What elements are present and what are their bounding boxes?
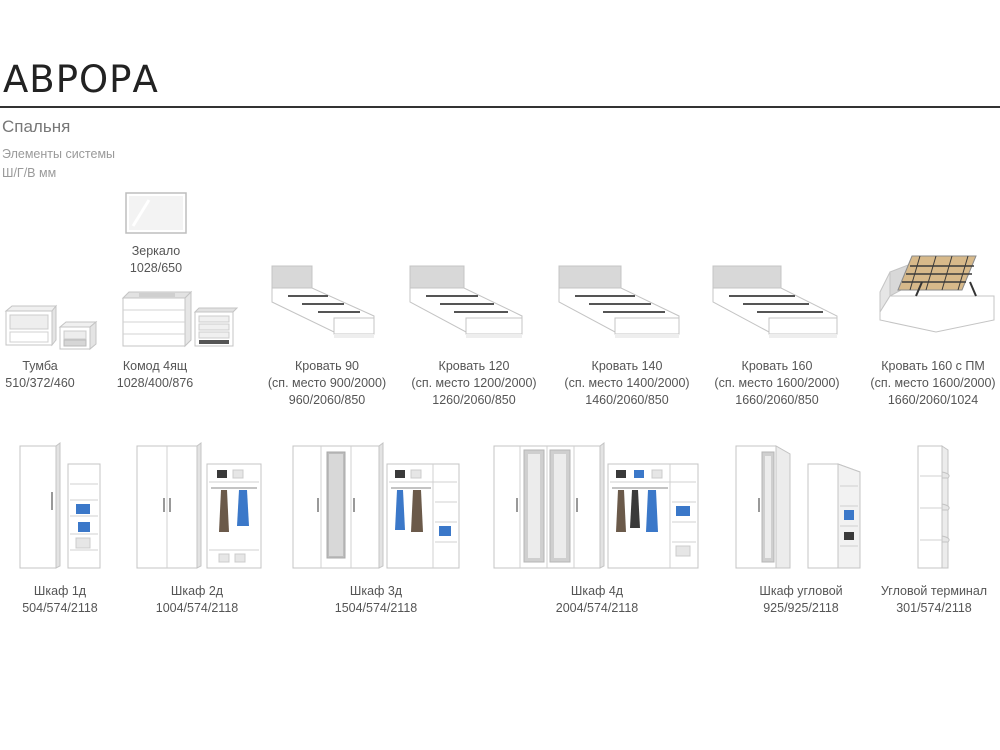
product-sleep-area: (сп. место 1200/2000) bbox=[411, 376, 537, 390]
product-label-corner-terminal: Угловой терминал 301/574/2118 bbox=[881, 583, 987, 617]
product-name: Кровать 160 с ПМ bbox=[881, 359, 985, 373]
product-dims: 1460/2060/850 bbox=[585, 393, 669, 407]
product-label-wardrobe-2d: Шкаф 2д 1004/574/2118 bbox=[156, 583, 239, 617]
product-name: Шкаф 2д bbox=[170, 584, 224, 598]
bedside-table-image bbox=[4, 304, 98, 351]
product-sleep-area: (сп. место 1400/2000) bbox=[564, 376, 690, 390]
wardrobe-1d-image bbox=[19, 442, 101, 569]
product-dims: 1004/574/2118 bbox=[155, 601, 239, 615]
product-dims: 1660/2060/850 bbox=[735, 393, 819, 407]
product-label-wardrobe-1d: Шкаф 1д 504/574/2118 bbox=[22, 583, 98, 617]
product-name: Шкаф 1д bbox=[33, 584, 87, 598]
bed-160-image bbox=[712, 265, 838, 338]
wardrobe-2d-image bbox=[136, 442, 262, 569]
product-sleep-area: (сп. место 1600/2000) bbox=[870, 376, 996, 390]
system-note: Элементы системы bbox=[2, 147, 116, 161]
product-name: Шкаф угловой bbox=[759, 584, 843, 598]
product-label-mirror: Зеркало 1028/650 bbox=[130, 243, 182, 277]
wardrobe-3d-image bbox=[292, 442, 460, 569]
product-label-wardrobe-4d: Шкаф 4д 2004/574/2118 bbox=[556, 583, 639, 617]
product-label-chest: Комод 4ящ 1028/400/876 bbox=[117, 358, 193, 392]
product-sleep-area: (сп. место 900/2000) bbox=[267, 376, 387, 390]
product-dims: 1260/2060/850 bbox=[432, 393, 516, 407]
product-sleep-area: (сп. место 1600/2000) bbox=[714, 376, 840, 390]
bed-140-image bbox=[558, 265, 680, 338]
page-title: АВРОРА bbox=[3, 58, 159, 101]
product-dims: 2004/574/2118 bbox=[555, 601, 639, 615]
bed-160-lift-image bbox=[879, 255, 995, 333]
bed-120-image bbox=[409, 265, 523, 338]
product-dims: 1660/2060/1024 bbox=[887, 393, 979, 407]
product-name: Кровать 160 bbox=[741, 359, 813, 373]
product-name: Шкаф 3д bbox=[349, 584, 403, 598]
mirror-image bbox=[125, 192, 187, 234]
product-label-bedside-table: Тумба 510/372/460 bbox=[5, 358, 75, 392]
product-label-bed-160-lift: Кровать 160 с ПМ (сп. место 1600/2000) 1… bbox=[870, 358, 995, 409]
product-label-bed-90: Кровать 90 (сп. место 900/2000) 960/2060… bbox=[268, 358, 386, 409]
product-dims: 510/372/460 bbox=[5, 376, 75, 390]
product-label-bed-160: Кровать 160 (сп. место 1600/2000) 1660/2… bbox=[714, 358, 839, 409]
page-subtitle: Спальня bbox=[2, 117, 71, 136]
product-label-bed-140: Кровать 140 (сп. место 1400/2000) 1460/2… bbox=[564, 358, 689, 409]
product-name: Тумба bbox=[22, 359, 58, 373]
dimensions-note: Ш/Г/В мм bbox=[2, 166, 57, 180]
product-label-bed-120: Кровать 120 (сп. место 1200/2000) 1260/2… bbox=[411, 358, 536, 409]
chest-of-drawers-image bbox=[121, 290, 239, 348]
title-divider bbox=[0, 106, 1000, 108]
product-dims: 1028/400/876 bbox=[116, 376, 194, 390]
product-name: Кровать 120 bbox=[438, 359, 510, 373]
product-label-wardrobe-3d: Шкаф 3д 1504/574/2118 bbox=[335, 583, 418, 617]
product-dims: 960/2060/850 bbox=[288, 393, 366, 407]
product-name: Кровать 90 bbox=[295, 359, 359, 373]
wardrobe-4d-image bbox=[493, 442, 699, 569]
bed-90-image bbox=[271, 265, 375, 338]
product-label-corner-wardrobe: Шкаф угловой 925/925/2118 bbox=[759, 583, 842, 617]
product-name: Кровать 140 bbox=[591, 359, 663, 373]
corner-wardrobe-image bbox=[735, 445, 861, 569]
corner-terminal-image bbox=[917, 445, 950, 569]
product-name: Комод 4ящ bbox=[122, 359, 188, 373]
product-dims: 1028/650 bbox=[129, 261, 183, 275]
product-dims: 925/925/2118 bbox=[763, 601, 839, 615]
product-name: Шкаф 4д bbox=[570, 584, 624, 598]
product-name: Зеркало bbox=[131, 244, 181, 258]
product-dims: 1504/574/2118 bbox=[334, 601, 418, 615]
product-name: Угловой терминал bbox=[880, 584, 988, 598]
product-dims: 504/574/2118 bbox=[22, 601, 98, 615]
product-dims: 301/574/2118 bbox=[896, 601, 972, 615]
